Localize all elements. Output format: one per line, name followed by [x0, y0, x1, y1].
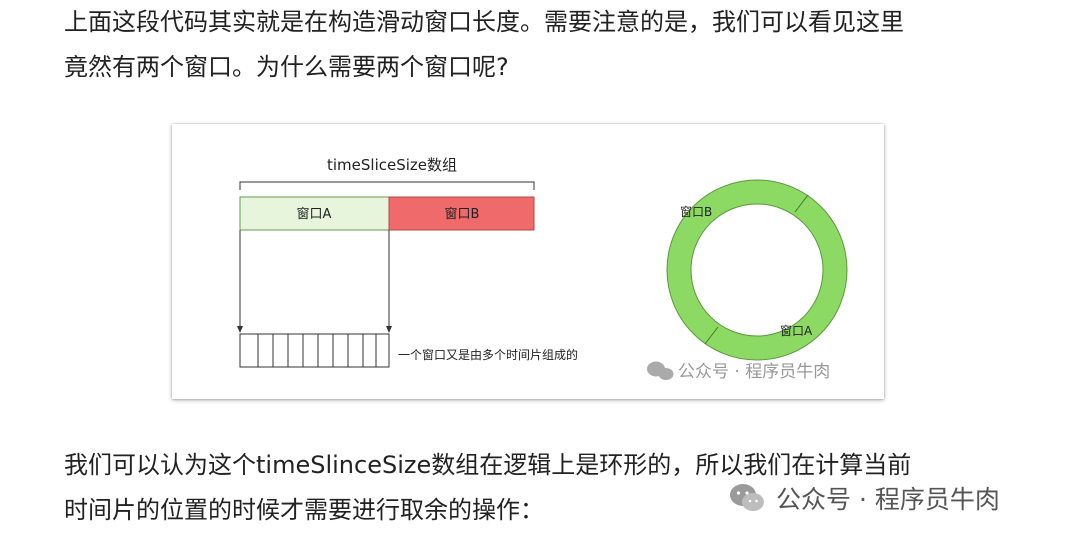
paragraph-intro: 上面这段代码其实就是在构造滑动窗口长度。需要注意的是，我们可以看见这里 竟然有两…: [64, 0, 1024, 90]
ring-label-b: 窗口B: [680, 205, 712, 219]
figure-diagram: timeSliceSize数组 窗口A 窗口B 一个窗口又是由多个时间片组成的: [237, 156, 848, 382]
ring-divider-bottom: [704, 326, 719, 345]
ring-label-a: 窗口A: [780, 324, 813, 338]
time-slices: [239, 333, 390, 368]
wechat-icon: [730, 484, 764, 511]
paragraph-ring-explanation: 我们可以认为这个timeSlinceSize数组在逻辑上是环形的，所以我们在计算…: [64, 443, 1024, 533]
paragraph-ring-line-2: 时间片的位置的时候才需要进行取余的操作：: [64, 496, 544, 524]
figure-wechat-icon: [647, 361, 674, 380]
paragraph-intro-line-1: 上面这段代码其实就是在构造滑动窗口长度。需要注意的是，我们可以看见这里: [64, 8, 904, 36]
array-label: timeSliceSize数组: [327, 156, 457, 174]
arrow-left-head: [237, 326, 243, 333]
ring-buffer: [667, 180, 847, 360]
paragraph-ring-line-1: 我们可以认为这个timeSlinceSize数组在逻辑上是环形的，所以我们在计算…: [64, 451, 912, 479]
sliding-window-figure: timeSliceSize数组 窗口A 窗口B 一个窗口又是由多个时间片组成的: [172, 124, 884, 399]
watermark-text: 公众号 · 程序员牛肉: [776, 485, 1000, 514]
slices-caption: 一个窗口又是由多个时间片组成的: [398, 347, 578, 362]
array-brace: [239, 181, 535, 190]
page-watermark: 公众号 · 程序员牛肉: [728, 478, 1000, 518]
figure-watermark: 公众号 · 程序员牛肉: [678, 362, 830, 382]
window-b-label: 窗口B: [445, 206, 480, 222]
ring-outer-edge: [666, 179, 848, 361]
paragraph-intro-line-2: 竟然有两个窗口。为什么需要两个窗口呢?: [64, 53, 509, 81]
window-a-box: [239, 196, 390, 231]
time-slices-box: [239, 333, 390, 368]
arrow-right-head: [386, 326, 392, 333]
ring-divider-top: [794, 194, 809, 213]
window-a-label: 窗口A: [297, 206, 332, 222]
window-b-box: [388, 196, 535, 231]
ring-inner-edge: [690, 203, 824, 337]
